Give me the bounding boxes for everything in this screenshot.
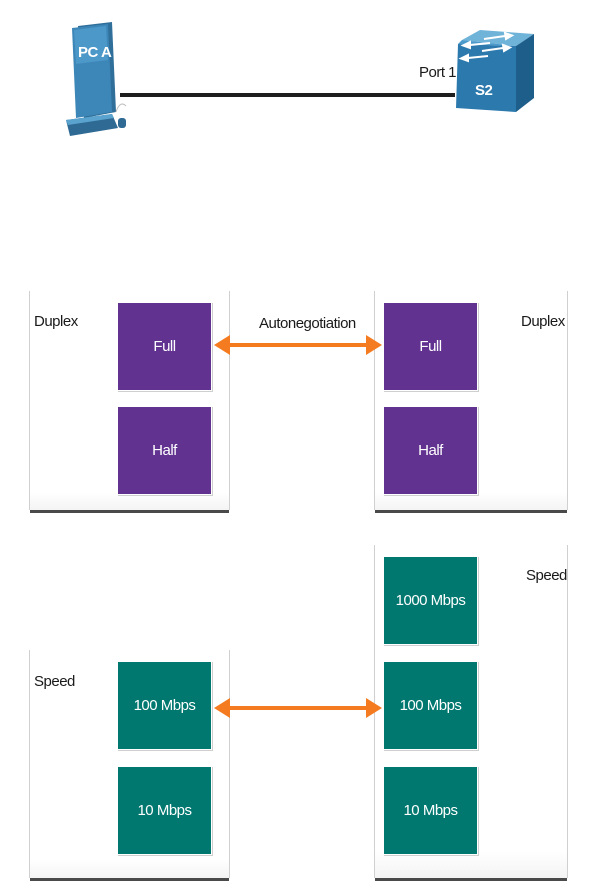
speed-right-100-label: 100 Mbps	[399, 697, 462, 714]
switch-icon	[456, 30, 534, 112]
topology-diagram	[66, 22, 534, 136]
speed-left-10-box: 10 Mbps	[117, 766, 212, 855]
speed-right-title: Speed	[526, 567, 567, 584]
speed-right-1000-box: 1000 Mbps	[383, 556, 478, 645]
speed-left-100-box: 100 Mbps	[117, 661, 212, 750]
speed-right-10-label: 10 Mbps	[403, 802, 458, 819]
duplex-right-title: Duplex	[521, 313, 565, 330]
duplex-left-full-box: Full	[117, 302, 212, 391]
speed-right-1000-label: 1000 Mbps	[395, 592, 466, 609]
autonegotiation-label: Autonegotiation	[259, 315, 356, 332]
duplex-right-half-box: Half	[383, 406, 478, 495]
duplex-right-full-label: Full	[419, 338, 442, 355]
speed-right-100-box: 100 Mbps	[383, 661, 478, 750]
duplex-left-full-label: Full	[153, 338, 176, 355]
port-label: Port 1	[419, 64, 457, 81]
speed-negotiation-arrow	[214, 698, 382, 718]
duplex-left-half-label: Half	[152, 442, 177, 459]
speed-left-title: Speed	[34, 673, 75, 690]
duplex-left-half-box: Half	[117, 406, 212, 495]
speed-left-100-label: 100 Mbps	[133, 697, 196, 714]
pc-icon	[66, 22, 127, 136]
duplex-right-half-label: Half	[418, 442, 443, 459]
switch-label: S2	[475, 82, 493, 99]
duplex-negotiation-arrow	[214, 335, 382, 355]
pc-label: PC A	[78, 44, 112, 61]
speed-left-10-label: 10 Mbps	[137, 802, 192, 819]
speed-right-10-box: 10 Mbps	[383, 766, 478, 855]
duplex-right-full-box: Full	[383, 302, 478, 391]
duplex-left-title: Duplex	[34, 313, 78, 330]
